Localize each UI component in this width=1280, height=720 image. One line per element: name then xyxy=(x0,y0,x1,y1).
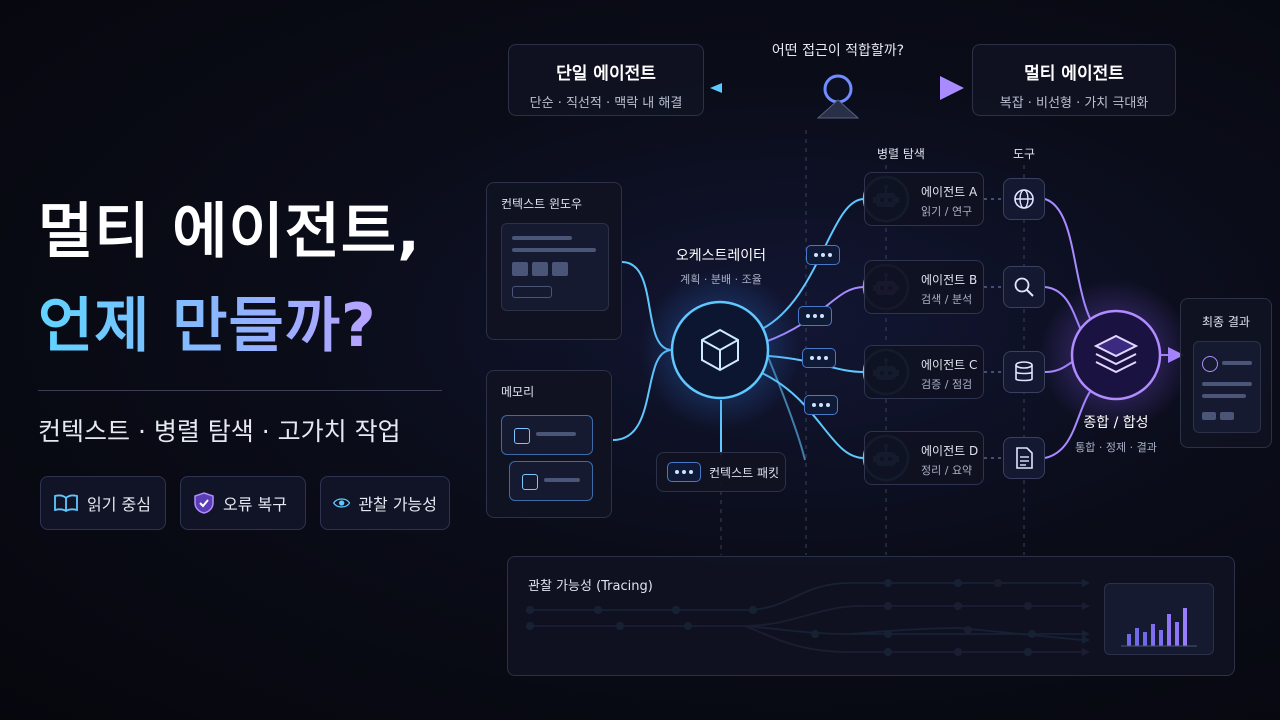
tracing-label: 관찰 가능성 (Tracing) xyxy=(528,579,653,594)
final-result-label: 최종 결과 xyxy=(1202,315,1250,329)
parallel-heading: 병렬 탐색 xyxy=(877,147,925,161)
message-pill-icon xyxy=(798,306,832,326)
headline-line-1: 멀티 에이전트, xyxy=(38,197,421,267)
agent-name: 에이전트 D xyxy=(921,444,979,458)
agent-role: 정리 / 요약 xyxy=(921,464,973,477)
agent-card-c: 에이전트 C 검증 / 점검 xyxy=(864,345,984,399)
tool-document xyxy=(1003,437,1045,479)
message-pill-icon xyxy=(802,348,836,368)
document-icon xyxy=(1016,447,1033,469)
synthesis-label: 종합 / 합성 xyxy=(1083,415,1149,431)
chip-label: 관찰 가능성 xyxy=(358,495,437,514)
memory-slot xyxy=(501,415,593,455)
message-pill-icon xyxy=(667,462,701,482)
shield-check-icon xyxy=(194,492,214,514)
chip-label: 오류 복구 xyxy=(223,495,287,514)
tool-database xyxy=(1003,351,1045,393)
single-agent-box: 단일 에이전트 단순 · 직선적 · 맥락 내 해결 xyxy=(508,44,704,116)
orchestrator-label: 오케스트레이터 xyxy=(675,248,767,264)
headline-line-2: 언제 만들까? xyxy=(38,291,377,361)
context-window-illustration xyxy=(501,223,609,311)
agent-role: 검증 / 점검 xyxy=(921,378,973,391)
chip-error-recovery: 오류 복구 xyxy=(180,476,306,530)
agent-role: 읽기 / 연구 xyxy=(921,205,973,218)
layers-icon xyxy=(1093,334,1139,374)
memory-slot xyxy=(509,461,593,501)
single-agent-title: 단일 에이전트 xyxy=(556,64,656,84)
agent-name: 에이전트 B xyxy=(921,273,978,287)
cube-icon xyxy=(701,328,739,372)
globe-icon xyxy=(1014,189,1034,209)
agent-card-a: 에이전트 A 읽기 / 연구 xyxy=(864,172,984,226)
single-agent-desc: 단순 · 직선적 · 맥락 내 해결 xyxy=(529,96,683,111)
book-icon xyxy=(54,494,78,513)
tracing-chart-icon xyxy=(1104,583,1214,655)
message-pill-icon xyxy=(806,245,840,265)
context-window-box: 컨텍스트 윈도우 xyxy=(486,182,622,340)
check-icon xyxy=(1202,356,1218,372)
comparison-question: 어떤 접근이 적합할까? xyxy=(771,43,905,59)
multi-agent-desc: 복잡 · 비선형 · 가치 극대화 xyxy=(999,96,1149,111)
headline-divider xyxy=(38,390,442,391)
agent-name: 에이전트 C xyxy=(921,358,978,372)
synthesis-desc: 통합 · 정제 · 결과 xyxy=(1075,441,1157,454)
database-icon xyxy=(1015,361,1033,382)
eye-icon xyxy=(333,498,351,508)
tool-search xyxy=(1003,266,1045,308)
agent-name: 에이전트 A xyxy=(921,185,978,199)
tool-links xyxy=(984,198,1003,459)
chip-read-focused: 읽기 중심 xyxy=(40,476,166,530)
context-window-label: 컨텍스트 윈도우 xyxy=(501,197,583,211)
multi-agent-box: 멀티 에이전트 복잡 · 비선형 · 가치 극대화 xyxy=(972,44,1176,116)
memory-box: 메모리 xyxy=(486,370,612,518)
multi-agent-title: 멀티 에이전트 xyxy=(1024,64,1124,84)
context-packet-label: 컨텍스트 패킷 xyxy=(709,465,780,480)
tracing-panel: 관찰 가능성 (Tracing) xyxy=(507,556,1235,676)
chip-observability: 관찰 가능성 xyxy=(320,476,450,530)
memory-label: 메모리 xyxy=(501,385,535,399)
agent-role: 검색 / 분석 xyxy=(921,293,973,306)
search-icon xyxy=(1014,277,1034,297)
final-result-box: 최종 결과 xyxy=(1180,298,1272,448)
tool-web xyxy=(1003,178,1045,220)
comparison-arrow xyxy=(710,74,964,119)
agent-card-d: 에이전트 D 정리 / 요약 xyxy=(864,431,984,485)
chip-label: 읽기 중심 xyxy=(87,495,151,514)
orchestrator-desc: 계획 · 분배 · 조율 xyxy=(680,273,762,286)
final-result-document xyxy=(1193,341,1261,433)
message-pill-icon xyxy=(804,395,838,415)
agent-card-b: 에이전트 B 검색 / 분석 xyxy=(864,260,984,314)
subtitle: 컨텍스트 · 병렬 탐색 · 고가치 작업 xyxy=(38,417,401,446)
context-packet-box: 컨텍스트 패킷 xyxy=(656,452,786,492)
tools-heading: 도구 xyxy=(1012,147,1036,161)
